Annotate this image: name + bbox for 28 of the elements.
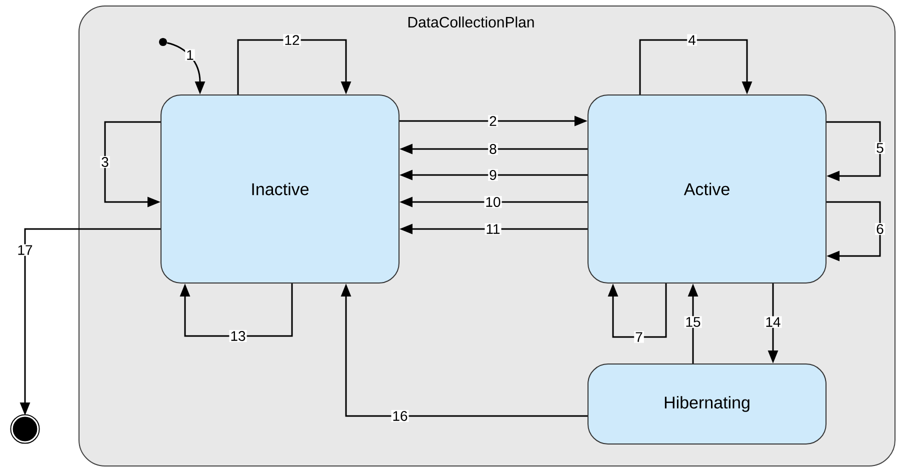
- edge-label: 8: [488, 143, 498, 155]
- edge-label: 6: [875, 223, 885, 235]
- transition-arrow: [639, 39, 752, 94]
- edge-label: 13: [229, 330, 247, 342]
- edge-label: 12: [283, 34, 301, 46]
- transition-arrow: [180, 284, 293, 337]
- state-box: Active: [588, 94, 826, 284]
- transition-arrow: [826, 201, 881, 262]
- edge-label: 3: [100, 156, 110, 168]
- final-state-circle: [10, 414, 40, 444]
- transition-arrow: [608, 284, 667, 338]
- transition-arrow: [826, 121, 881, 182]
- edge-label: 17: [16, 244, 34, 256]
- edge-label: 1: [185, 49, 195, 61]
- transition-arrow: [237, 39, 352, 94]
- edge-label: 16: [391, 410, 409, 422]
- edge-label: 10: [484, 196, 502, 208]
- edge-label: 14: [764, 316, 782, 328]
- edge-label: 11: [484, 223, 502, 235]
- state-box: Hibernating: [588, 364, 826, 444]
- edge-label: 5: [875, 142, 885, 154]
- edge-label: 7: [634, 331, 644, 343]
- edge-label: 15: [684, 316, 702, 328]
- state-box: Inactive: [160, 94, 400, 284]
- edge-label: 4: [687, 34, 697, 46]
- initial-state-dot: [159, 38, 167, 46]
- edge-label: 2: [488, 115, 498, 127]
- edge-label: 9: [488, 169, 498, 181]
